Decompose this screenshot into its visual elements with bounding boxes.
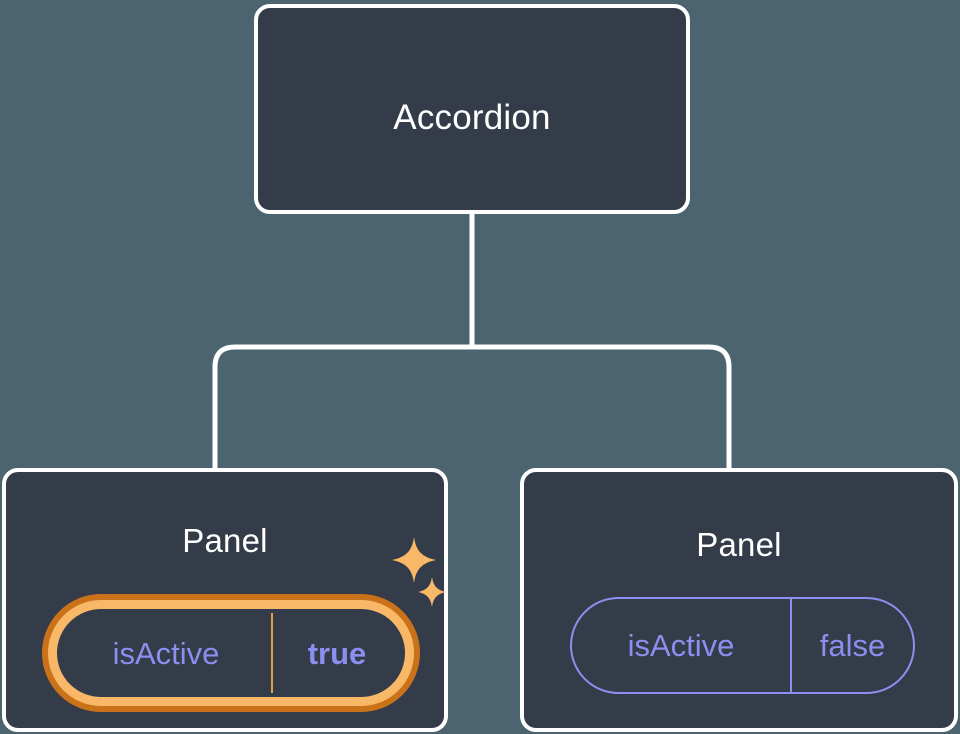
edge-branch-bar [212,344,732,468]
node-accordion[interactable]: Accordion [254,4,690,214]
node-accordion-label: Accordion [393,98,551,137]
prop-divider [271,613,273,693]
prop-value: false [819,628,886,663]
node-panel-right-label: Panel [696,526,782,563]
prop-pill-is-active-false[interactable]: isActive false [570,597,915,694]
prop-value: true [307,635,367,671]
sparkle-small-icon [418,577,446,607]
prop-highlight-ring: isActive true [42,594,420,712]
node-panel-right[interactable]: Panel isActive false [520,468,958,732]
node-panel-left-label: Panel [182,522,268,559]
prop-highlight-ring-inner [48,600,414,706]
prop-pill-is-active-true[interactable]: isActive true [61,613,401,693]
prop-key: isActive [627,628,735,663]
prop-key: isActive [112,635,220,671]
prop-divider [790,599,792,692]
node-panel-left[interactable]: Panel isActive true [2,468,448,732]
prop-highlight-ring-outer [42,594,420,712]
